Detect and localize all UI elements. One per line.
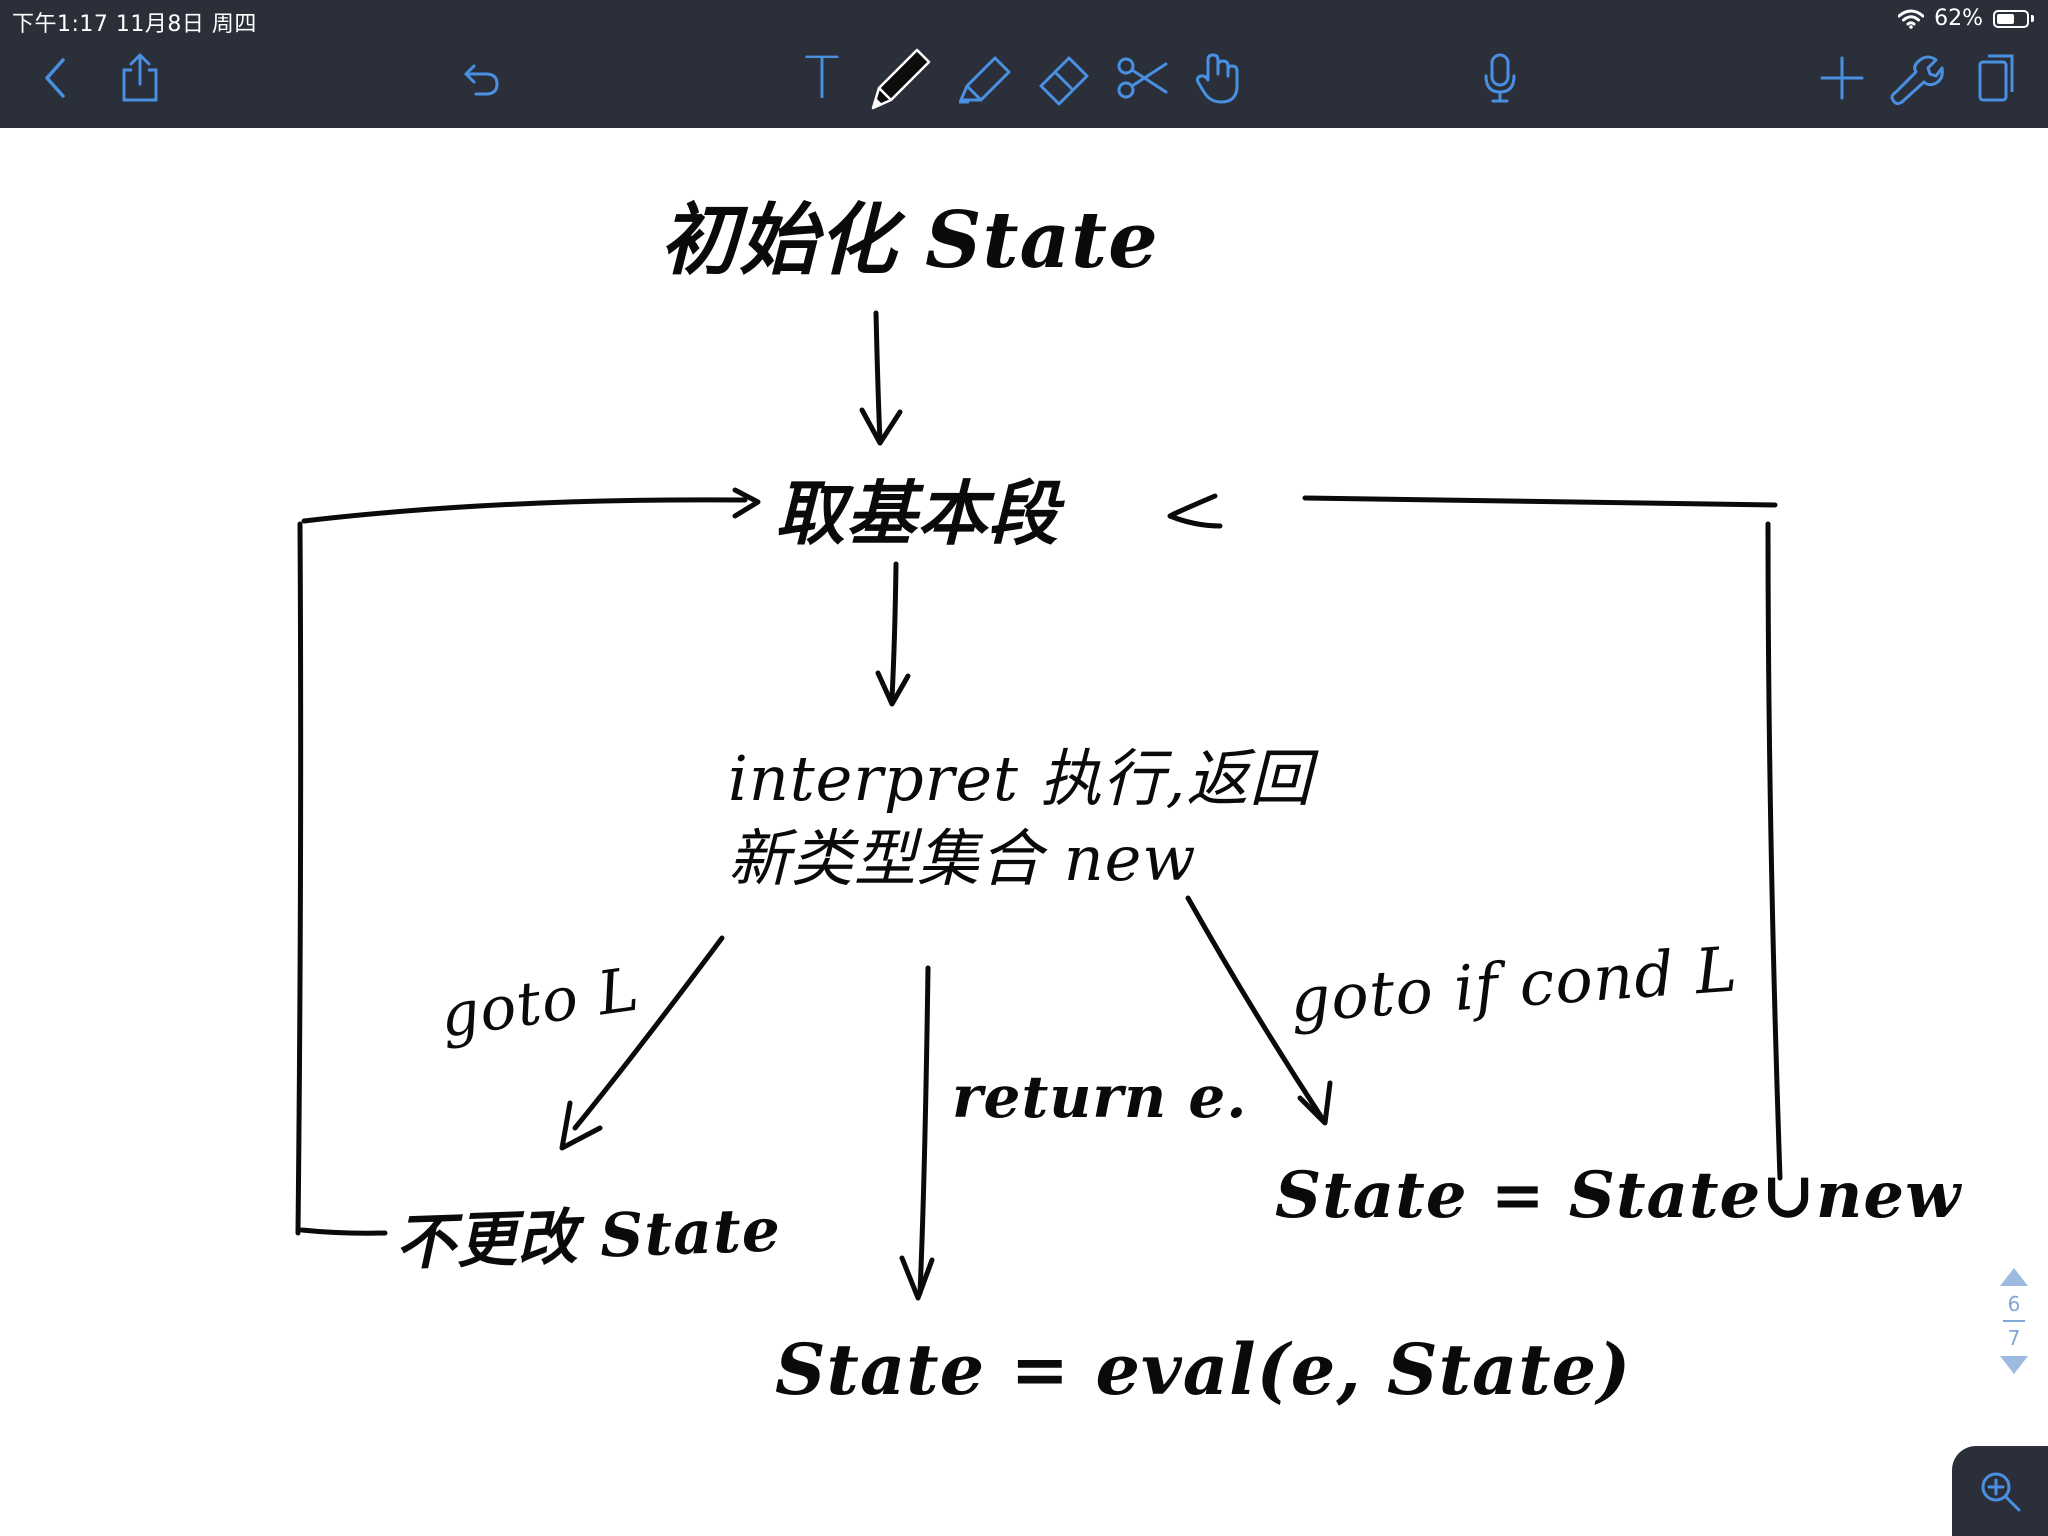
next-page-button[interactable]: [2000, 1356, 2028, 1374]
return-e-label: return e.: [952, 1063, 1248, 1131]
app-toolbar: 下午1:17 11月8日 周四 62% T: [0, 0, 2048, 128]
hand-icon: [1195, 53, 1239, 104]
eraser-icon: [1039, 56, 1089, 106]
highlighter-button[interactable]: [952, 46, 1016, 110]
zoom-in-icon: [1981, 1472, 2021, 1512]
pages-icon: [1978, 54, 2014, 102]
microphone-icon: [1484, 53, 1516, 103]
left-loop-line: [295, 521, 304, 1236]
text-tool-icon: T: [804, 44, 840, 112]
fetch-segment-label: 取基本段: [775, 472, 1059, 555]
state-union-label: State = State∪new: [1275, 1158, 1962, 1233]
battery-icon: [1993, 9, 2029, 28]
share-button[interactable]: [108, 46, 172, 110]
interpret-label-line1: interpret 执行,返回: [728, 742, 1313, 815]
arrow-goto-if: [1185, 895, 1325, 1121]
wrench-icon: [1890, 55, 1944, 106]
arrow-goto-l: [572, 935, 725, 1131]
battery-cap: [2031, 15, 2034, 22]
status-bar: 下午1:17 11月8日 周四 62%: [0, 0, 2048, 40]
eraser-button[interactable]: [1030, 46, 1094, 110]
previous-page-button[interactable]: [2000, 1268, 2028, 1286]
settings-button[interactable]: [1884, 46, 1948, 110]
current-page-number: 6: [2007, 1292, 2021, 1316]
highlighter-icon: [959, 56, 1011, 104]
wifi-icon: [1898, 9, 1925, 29]
state-unchanged-label: 不更改 State: [394, 1195, 782, 1279]
right-loop-line: [1302, 495, 1778, 508]
page-indicator: 6 7: [1992, 1268, 2036, 1374]
pages-button[interactable]: [1964, 46, 2028, 110]
flowchart-strokes: [295, 310, 1783, 1301]
battery-level: [1997, 13, 2014, 24]
arrow-fetch-to-interpret: [889, 561, 899, 701]
pen-tool-button[interactable]: [868, 46, 932, 110]
scissors-icon: [1117, 57, 1168, 99]
back-button[interactable]: [22, 46, 86, 110]
back-icon: [45, 58, 65, 98]
interpret-label-line2: 新类型集合 new: [728, 822, 1197, 895]
state-eval-label: State = eval(e, State): [775, 1328, 1632, 1411]
text-tool-button[interactable]: T: [790, 44, 854, 112]
arrow-return: [917, 965, 931, 1296]
zoom-button[interactable]: [1952, 1446, 2048, 1536]
microphone-button[interactable]: [1468, 46, 1532, 110]
battery-percent: 62%: [1934, 6, 1983, 31]
scissors-button[interactable]: [1110, 46, 1174, 110]
hand-tool-button[interactable]: [1188, 46, 1252, 110]
share-icon: [122, 53, 158, 102]
page-divider: [2003, 1320, 2025, 1322]
note-canvas[interactable]: 初始化 State 取基本段 interpret 执行,返回 新类型集合 new…: [0, 128, 2048, 1536]
status-time-date: 下午1:17 11月8日 周四: [12, 12, 257, 37]
add-button[interactable]: [1810, 46, 1874, 110]
arrow-init-to-fetch: [873, 310, 883, 443]
undo-icon: [464, 64, 499, 96]
total-page-number: 7: [2007, 1326, 2021, 1350]
add-icon: [1820, 56, 1864, 100]
undo-button[interactable]: [450, 46, 514, 110]
init-state-label: 初始化 State: [660, 195, 1159, 286]
status-right: 62%: [1898, 6, 2034, 31]
pen-tool-icon: [871, 48, 931, 110]
